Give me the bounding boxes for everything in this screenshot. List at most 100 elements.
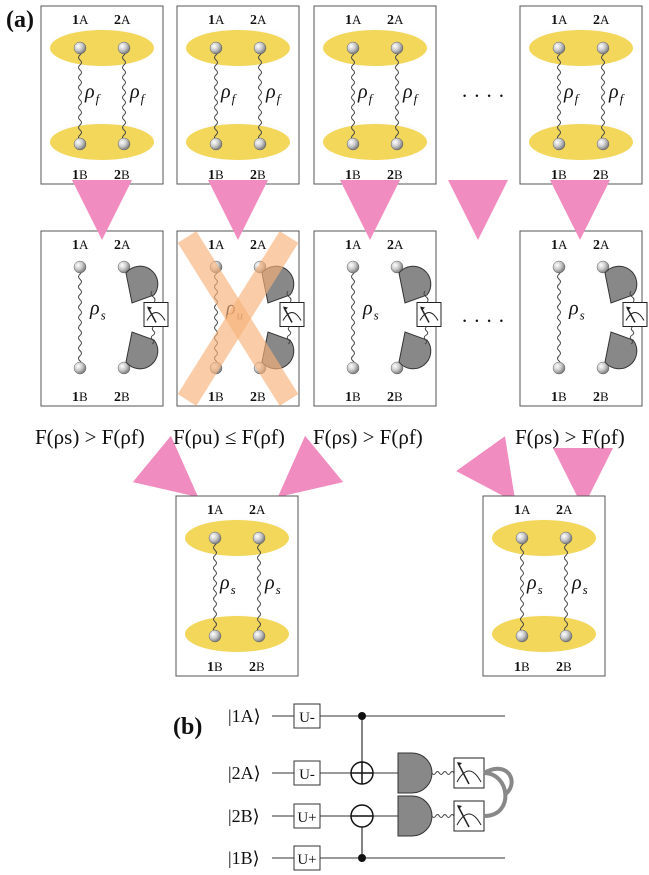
measurement-box: 1A2A1B2Bρu xyxy=(176,230,305,407)
wavy-line xyxy=(629,290,635,303)
entangled-pair-ellipse xyxy=(323,124,427,160)
node-label: 1B xyxy=(208,389,224,405)
qubit-sphere xyxy=(390,41,404,55)
node-label: 1B xyxy=(345,167,361,183)
wavy-entanglement-line xyxy=(557,268,561,367)
qubit-sphere-body xyxy=(73,260,87,274)
qubit-sphere-body xyxy=(390,41,404,55)
ket-label: |1B⟩ xyxy=(228,848,260,868)
entangled-pair-ellipse xyxy=(492,616,596,652)
node-label: 1B xyxy=(207,659,223,675)
node-label: 2B xyxy=(387,389,403,405)
gate-box xyxy=(293,845,321,871)
qubit-sphere xyxy=(390,361,404,375)
node-label: 2A xyxy=(114,237,131,253)
qubit-sphere-body xyxy=(253,137,267,151)
qubit-sphere xyxy=(117,41,131,55)
entangled-pair-ellipse xyxy=(185,616,289,652)
meter-arc xyxy=(456,813,482,826)
qubit-sphere-body xyxy=(209,41,223,55)
meter-box xyxy=(279,302,305,327)
meter-needle-tip xyxy=(457,762,462,766)
qubit-sphere-body xyxy=(596,137,610,151)
meter-arc xyxy=(419,312,439,321)
wavy-entanglement-line xyxy=(351,49,355,141)
qubit-sphere xyxy=(252,629,266,643)
meter-needle xyxy=(457,762,470,785)
node-label: 2B xyxy=(387,167,403,183)
entangled-pair-ellipse xyxy=(50,124,154,160)
wavy-line xyxy=(629,326,635,345)
qubit-sphere xyxy=(117,361,131,375)
qubit-sphere xyxy=(253,41,267,55)
gate-label: U+ xyxy=(297,852,316,868)
node-label: 2A xyxy=(250,12,267,28)
classical-link-loop xyxy=(482,766,514,797)
detector-bottom xyxy=(604,331,638,370)
qubit-sphere-body xyxy=(346,41,360,55)
qubit-sphere-body xyxy=(252,531,266,545)
meter-arc xyxy=(456,770,482,783)
measurement-row: 1A2A1B2Bρs1A2A1B2Bρu1A2A1B2Bρs1A2A1B2Bρs… xyxy=(40,230,648,407)
qubit-sphere-body xyxy=(596,260,610,274)
node-label: 2A xyxy=(593,237,610,253)
wavy-line xyxy=(431,771,455,775)
meter-arc xyxy=(282,312,302,321)
wavy-line xyxy=(286,326,292,345)
gate-label: U- xyxy=(299,710,315,726)
qubit-sphere-body xyxy=(596,361,610,375)
node-label: 1B xyxy=(514,659,530,675)
wavy-entanglement-line xyxy=(214,49,218,141)
wavy-line xyxy=(423,326,429,345)
qubit-sphere xyxy=(252,531,266,545)
down-arrow xyxy=(277,435,344,498)
node-label: 1B xyxy=(551,389,567,405)
qubit-sphere-body xyxy=(117,260,131,274)
gate-label: U- xyxy=(299,767,315,783)
wavy-entanglement-line xyxy=(78,49,82,141)
qubit-sphere xyxy=(253,137,267,151)
qubit-sphere xyxy=(559,629,573,643)
wavy-entanglement-line xyxy=(395,49,399,141)
entangled-pair-ellipse xyxy=(492,520,596,556)
entangled-pair-ellipse xyxy=(186,124,290,160)
qubit-sphere-body xyxy=(390,137,404,151)
meter-needle-tip xyxy=(626,306,631,311)
qubit-sphere-body xyxy=(73,137,87,151)
meter-needle-tip xyxy=(420,306,425,311)
qubit-sphere xyxy=(208,629,222,643)
qubit-sphere-body xyxy=(552,137,566,151)
node-label: 1A xyxy=(551,12,568,28)
wavy-entanglement-line xyxy=(564,539,568,633)
qubit-sphere-body xyxy=(552,361,566,375)
entangled-pair-ellipse xyxy=(185,520,289,556)
measurement-meter xyxy=(279,302,305,327)
entangled-pair-ellipse xyxy=(529,124,633,160)
down-arrow xyxy=(456,436,516,503)
wavy-line xyxy=(431,814,455,818)
node-label: 2A xyxy=(387,237,404,253)
wavy-entanglement-line xyxy=(257,539,261,633)
qubit-sphere-body xyxy=(117,137,131,151)
node-label: 1A xyxy=(345,237,362,253)
qubit-sphere xyxy=(117,137,131,151)
wavy-entanglement-line xyxy=(557,49,561,141)
circuit-detector xyxy=(397,795,433,837)
wavy-entanglement-line xyxy=(122,49,126,141)
wavy-entanglement-line xyxy=(213,539,217,633)
node-label: 2B xyxy=(249,659,265,675)
node-label: 2B xyxy=(556,659,572,675)
detector-top xyxy=(398,265,432,304)
fidelity-condition: F(ρs) > F(ρf) xyxy=(515,425,625,449)
qubit-sphere-body xyxy=(559,531,573,545)
measurement-meter xyxy=(143,302,169,327)
qubit-sphere xyxy=(515,531,529,545)
entangled-pair-ellipse xyxy=(529,30,633,66)
meter-needle-tip xyxy=(457,805,462,809)
